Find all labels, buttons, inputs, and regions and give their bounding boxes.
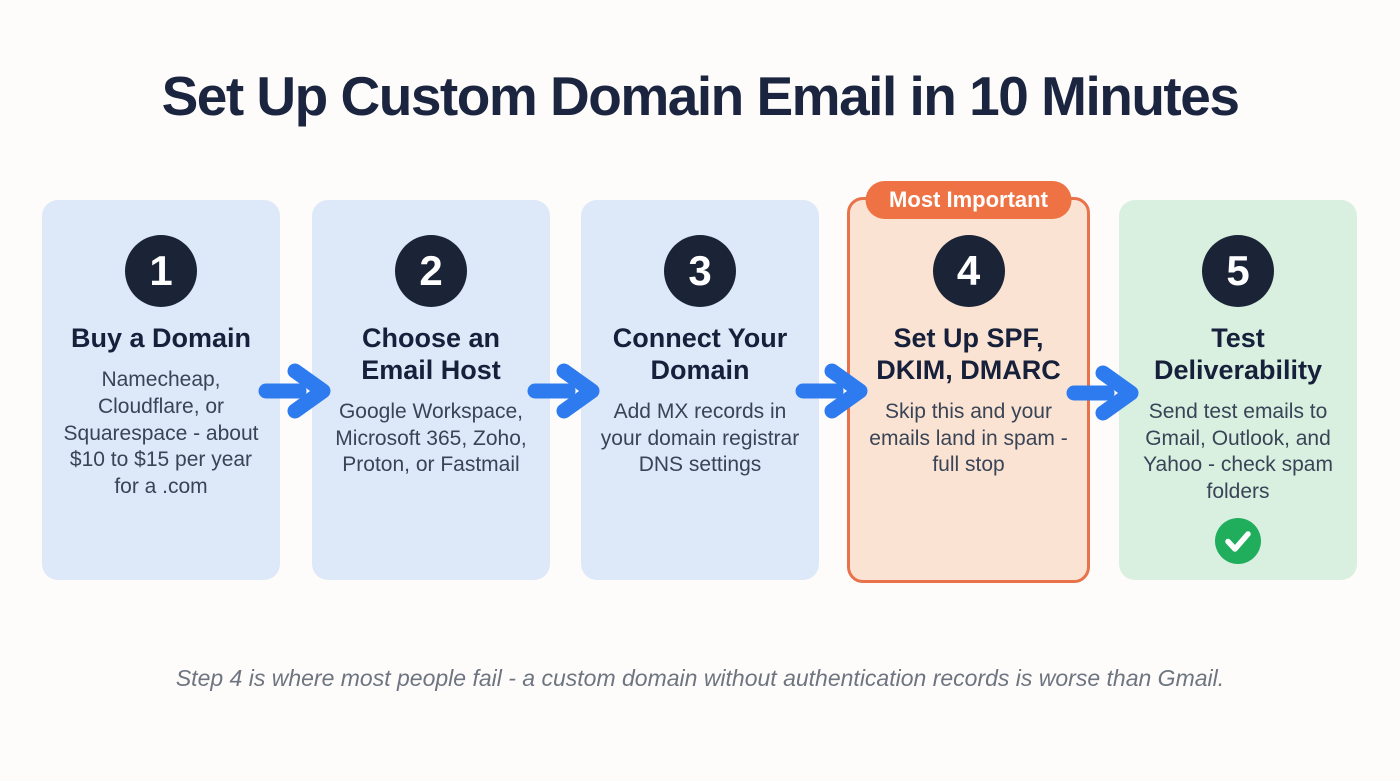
step-number-badge: 1 <box>125 235 197 307</box>
page-title: Set Up Custom Domain Email in 10 Minutes <box>161 65 1240 127</box>
most-important-badge: Most Important <box>865 181 1072 219</box>
right-arrow-icon <box>527 363 600 419</box>
right-arrow-icon <box>258 363 331 419</box>
right-arrow-icon <box>1066 365 1139 421</box>
step-number-badge: 2 <box>395 235 467 307</box>
step-title: Connect Your Domain <box>612 323 788 385</box>
step-description: Google Workspace, Microsoft 365, Zoho, P… <box>335 399 527 477</box>
step-title: Buy a Domain <box>70 323 252 353</box>
step-number-badge: 3 <box>664 235 736 307</box>
step-card-4-highlighted: Most Important 4 Set Up SPF, DKIM, DMARC… <box>847 181 1090 583</box>
right-arrow-icon <box>795 363 868 419</box>
step-number-badge: 5 <box>1202 235 1274 307</box>
step-title: Test Deliverability <box>1153 323 1323 385</box>
step-description: Namecheap, Cloudflare, or Squarespace - … <box>63 367 259 499</box>
step-card-5: 5 Test Deliverability Send test emails t… <box>1119 200 1357 580</box>
step-title: Choose an Email Host <box>361 323 501 385</box>
check-circle-icon <box>1135 518 1341 569</box>
step-description: Add MX records in your domain registrar … <box>600 399 800 477</box>
step-title: Set Up SPF, DKIM, DMARC <box>876 323 1061 385</box>
step-card-3: 3 Connect Your Domain Add MX records in … <box>581 200 819 580</box>
step-description: Skip this and your emails land in spam -… <box>869 399 1068 477</box>
step-card-2: 2 Choose an Email Host Google Workspace,… <box>312 200 550 580</box>
step-number-badge: 4 <box>932 235 1005 307</box>
step-description: Send test emails to Gmail, Outlook, and … <box>1143 399 1333 504</box>
footnote-text: Step 4 is where most people fail - a cus… <box>175 665 1225 691</box>
step-card-1: 1 Buy a Domain Namecheap, Cloudflare, or… <box>42 200 280 580</box>
